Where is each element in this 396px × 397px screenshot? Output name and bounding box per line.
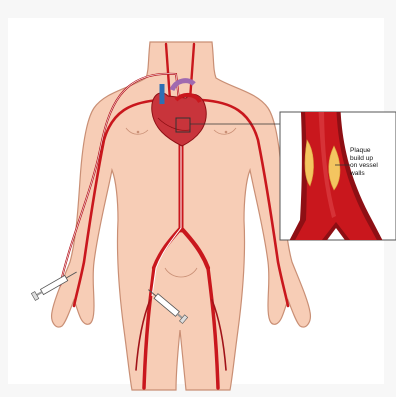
plaque-label-line-1: Plaque [350, 147, 396, 155]
plaque-label-line-2: build up [350, 155, 396, 163]
artery-cross-section [274, 90, 396, 282]
plaque-label-line-3: on vessel [350, 162, 396, 170]
nipple-left [137, 131, 140, 134]
nipple-right [225, 131, 228, 134]
plaque-label-line-4: walls [350, 170, 396, 178]
plaque-label: Plaque build up on vessel walls [350, 147, 396, 177]
